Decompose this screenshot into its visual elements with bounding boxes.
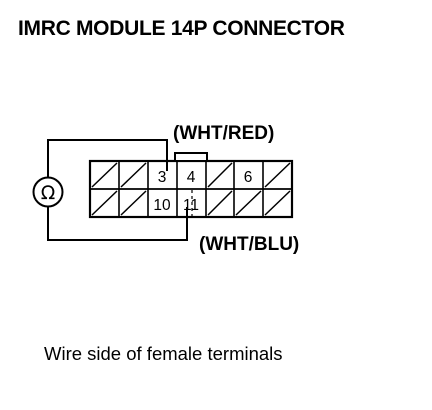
empty-cavity-top-7 [264,162,291,188]
pin-3-label: 3 [158,169,167,186]
empty-cavity-bottom-2 [120,190,147,216]
ohm-symbol: Ω [41,182,56,204]
wire-label-wht-blu: (WHT/BLU) [199,234,299,255]
caption-wire-side: Wire side of female terminals [44,343,283,364]
pin-4-label: 4 [187,169,196,186]
empty-cavity-top-2 [120,162,147,188]
connector-lock-tab [174,152,208,162]
pin-6-label: 6 [244,169,253,186]
test-lead-lower [47,207,188,241]
page-title: IMRC MODULE 14P CONNECTOR [18,17,345,40]
empty-cavity-bottom-5 [207,190,233,216]
empty-cavity-bottom-7 [264,190,291,216]
pin-11-label: 11 [183,197,199,214]
test-lead-upper [47,139,168,177]
empty-cavity-bottom-6 [235,190,262,216]
empty-cavity-top-1 [91,162,118,188]
empty-cavity-bottom-1 [91,190,118,216]
wire-label-wht-red: (WHT/RED) [173,123,274,144]
pin-10-label: 10 [153,197,171,214]
empty-cavity-top-5 [207,162,233,188]
ohmmeter-icon: Ω [32,176,64,208]
connector-14p: 3 4 6 10 11 [88,152,294,219]
